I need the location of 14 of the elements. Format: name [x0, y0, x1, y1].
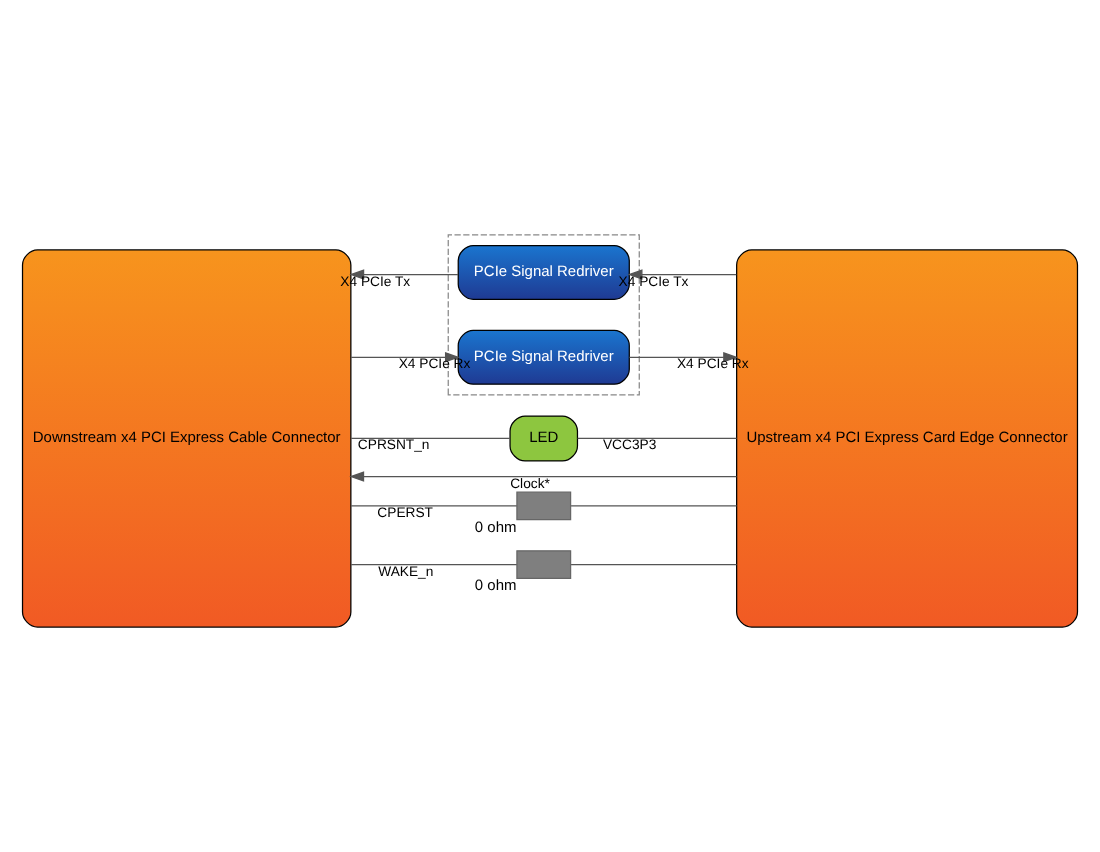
- connector: [350, 505, 518, 507]
- arrow: [349, 269, 459, 280]
- arrow: [349, 471, 738, 482]
- cluster: [447, 234, 640, 396]
- node-box: [516, 550, 572, 579]
- connector: [570, 563, 738, 566]
- connector: [577, 437, 738, 440]
- arrow: [350, 352, 460, 363]
- arrow: [628, 352, 739, 363]
- node-box: [516, 491, 572, 521]
- connector: [570, 505, 738, 507]
- arrow: [627, 269, 737, 280]
- connector: [350, 563, 518, 566]
- connector: [350, 437, 511, 440]
